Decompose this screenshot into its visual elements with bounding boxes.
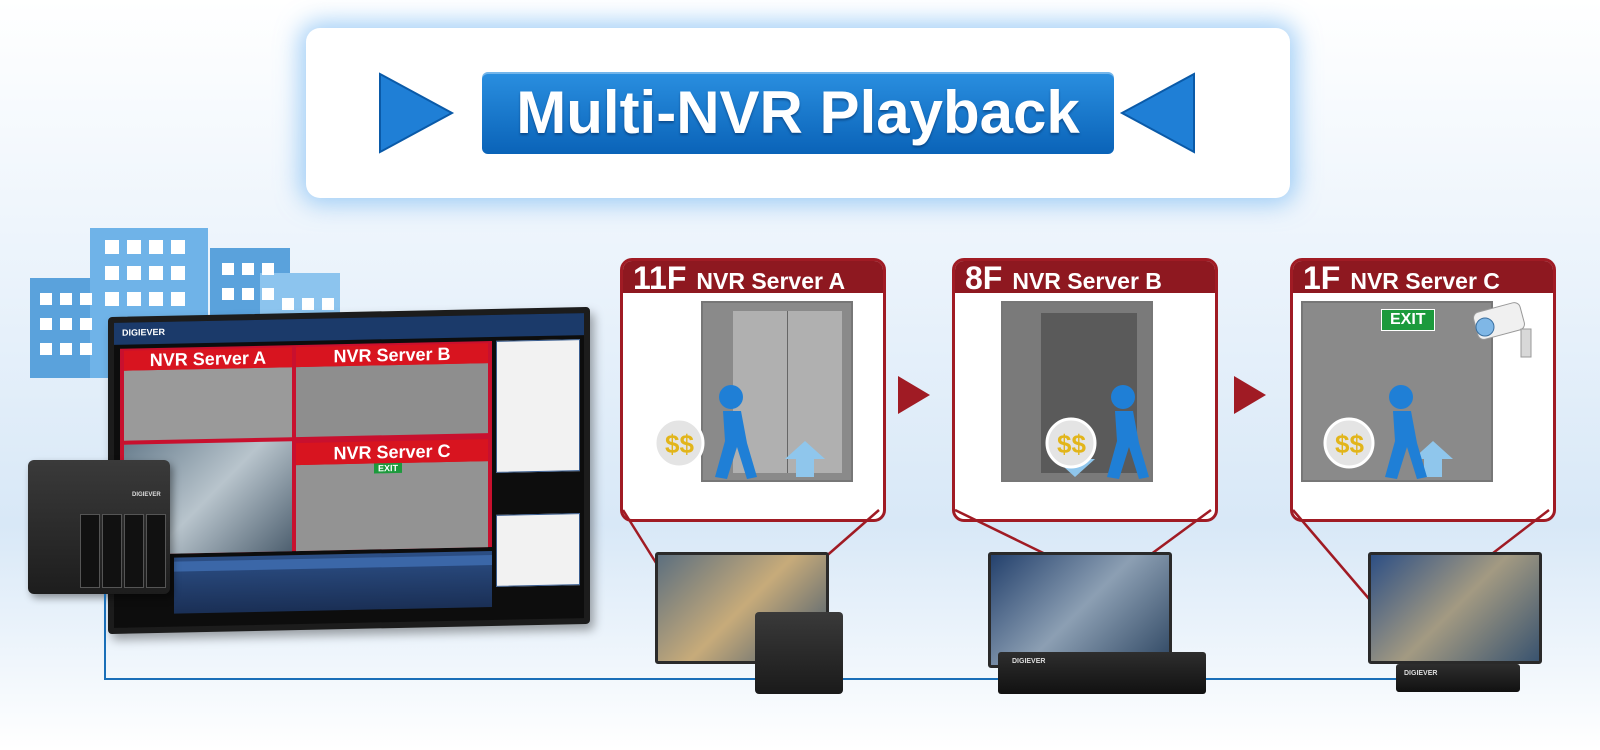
camera-panel-a: 11F NVR Server A $$ [620, 258, 886, 522]
panel-c-header: 1F NVR Server C [1293, 260, 1553, 296]
camera-panel-b: 8F NVR Server B $$ [952, 258, 1218, 522]
svg-text:$$: $$ [1057, 429, 1086, 459]
nvr-device-b: DIGIEVER [998, 652, 1206, 694]
network-line-vertical [104, 594, 106, 680]
flow-arrow-2-icon [1234, 376, 1266, 414]
floor-label: 8F [965, 260, 1003, 296]
server-label: NVR Server C [1350, 268, 1500, 294]
drive-bay-3 [124, 514, 144, 588]
elevator-door-right [788, 311, 842, 473]
panel-b-header: 8F NVR Server B [955, 260, 1215, 296]
drive-bay-2 [102, 514, 122, 588]
device-brand: DIGIEVER [1404, 670, 1438, 677]
exit-sign: EXIT [1381, 309, 1435, 331]
title-banner: Multi-NVR Playback [306, 28, 1290, 198]
drive-bay-1 [80, 514, 100, 588]
triangle-right-icon [379, 72, 455, 154]
floor-label: 1F [1303, 260, 1341, 296]
title-box: Multi-NVR Playback [482, 72, 1114, 154]
security-camera-icon [1473, 302, 1532, 358]
thief-icon: $$ [653, 385, 757, 479]
arrow-up-icon [785, 441, 825, 477]
mini-monitor-c [1368, 552, 1542, 664]
panel-a-header: 11F NVR Server A [623, 260, 883, 296]
thief-icon: $$ [1323, 385, 1427, 479]
nvr-device-main: DIGIEVER [28, 460, 170, 594]
floor-label: 11F [633, 260, 687, 296]
arrow-up-icon [1413, 441, 1453, 477]
svg-text:$$: $$ [665, 429, 694, 459]
svg-text:$$: $$ [1335, 429, 1364, 459]
device-brand: DIGIEVER [1012, 658, 1046, 665]
mini-monitor-b [988, 552, 1172, 668]
nvr-device-a [755, 612, 843, 694]
server-label: NVR Server B [1012, 268, 1162, 294]
device-brand: DIGIEVER [132, 492, 161, 498]
flow-arrow-1-icon [898, 376, 930, 414]
triangle-left-icon [1119, 72, 1195, 154]
nvr-device-c: DIGIEVER [1396, 664, 1520, 692]
camera-panel-c: 1F NVR Server C EXIT $$ [1290, 258, 1556, 522]
server-label: NVR Server A [696, 268, 846, 294]
drive-bay-4 [146, 514, 166, 588]
thief-icon: $$ [1045, 385, 1149, 479]
page-title: Multi-NVR Playback [516, 79, 1080, 146]
